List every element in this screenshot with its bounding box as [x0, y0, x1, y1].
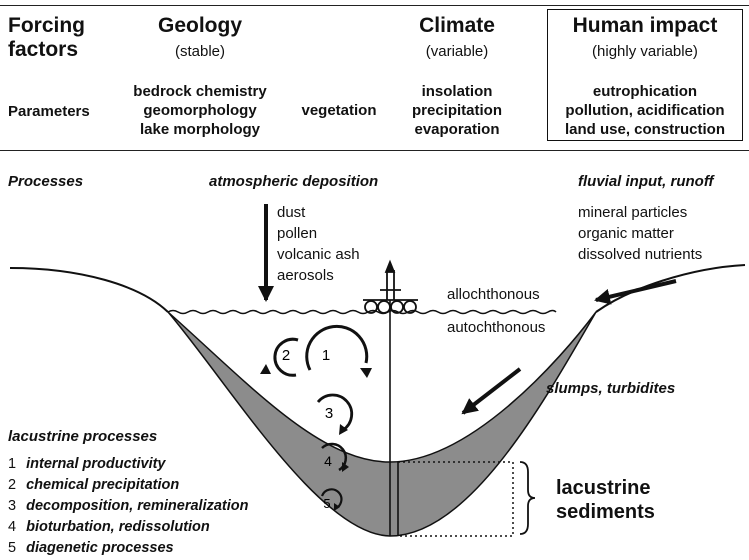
lacustrine-processes-list: 1 internal productivity 2 chemical preci…	[8, 454, 248, 559]
process-label: bioturbation, redissolution	[26, 519, 210, 535]
process-label: diagenetic processes	[26, 540, 174, 556]
cycle-label-5: 5	[323, 496, 330, 511]
cycle-label-3: 3	[325, 405, 333, 422]
process-num: 5	[8, 540, 16, 556]
process-num: 1	[8, 456, 16, 472]
process-item-2: 2 chemical precipitation	[8, 475, 248, 496]
water-surface	[168, 311, 556, 314]
slumps-label: slumps, turbidites	[546, 380, 675, 397]
process-item-5: 5 diagenetic processes	[8, 538, 248, 559]
lacustrine-processes-title: lacustrine processes	[8, 428, 157, 445]
ground-surface-right	[596, 265, 745, 312]
cycle-label-4: 4	[324, 453, 332, 469]
sediments-line-2: sediments	[556, 500, 655, 524]
process-num: 3	[8, 498, 16, 514]
sediments-line-1: lacustrine	[556, 476, 655, 500]
process-label: internal productivity	[26, 456, 165, 472]
lacustrine-sediments-label: lacustrine sediments	[556, 476, 655, 524]
fluvial-arrow	[596, 281, 676, 300]
cycle-label-1: 1	[322, 347, 330, 364]
process-item-4: 4 bioturbation, redissolution	[8, 517, 248, 538]
allochthonous-label: allochthonous	[447, 284, 540, 305]
process-num: 4	[8, 519, 16, 535]
cycle-label-2: 2	[282, 347, 290, 364]
process-num: 2	[8, 477, 16, 493]
process-item-3: 3 decomposition, remineralization	[8, 496, 248, 517]
autochthonous-label: autochthonous	[447, 317, 545, 338]
process-item-1: 1 internal productivity	[8, 454, 248, 475]
cycle-3-arrow	[318, 395, 352, 430]
process-label: decomposition, remineralization	[26, 498, 248, 514]
cycle-1-arrow	[307, 326, 367, 370]
process-label: chemical precipitation	[26, 477, 179, 493]
sediment-brace	[520, 462, 535, 534]
ground-surface-left	[10, 268, 168, 312]
